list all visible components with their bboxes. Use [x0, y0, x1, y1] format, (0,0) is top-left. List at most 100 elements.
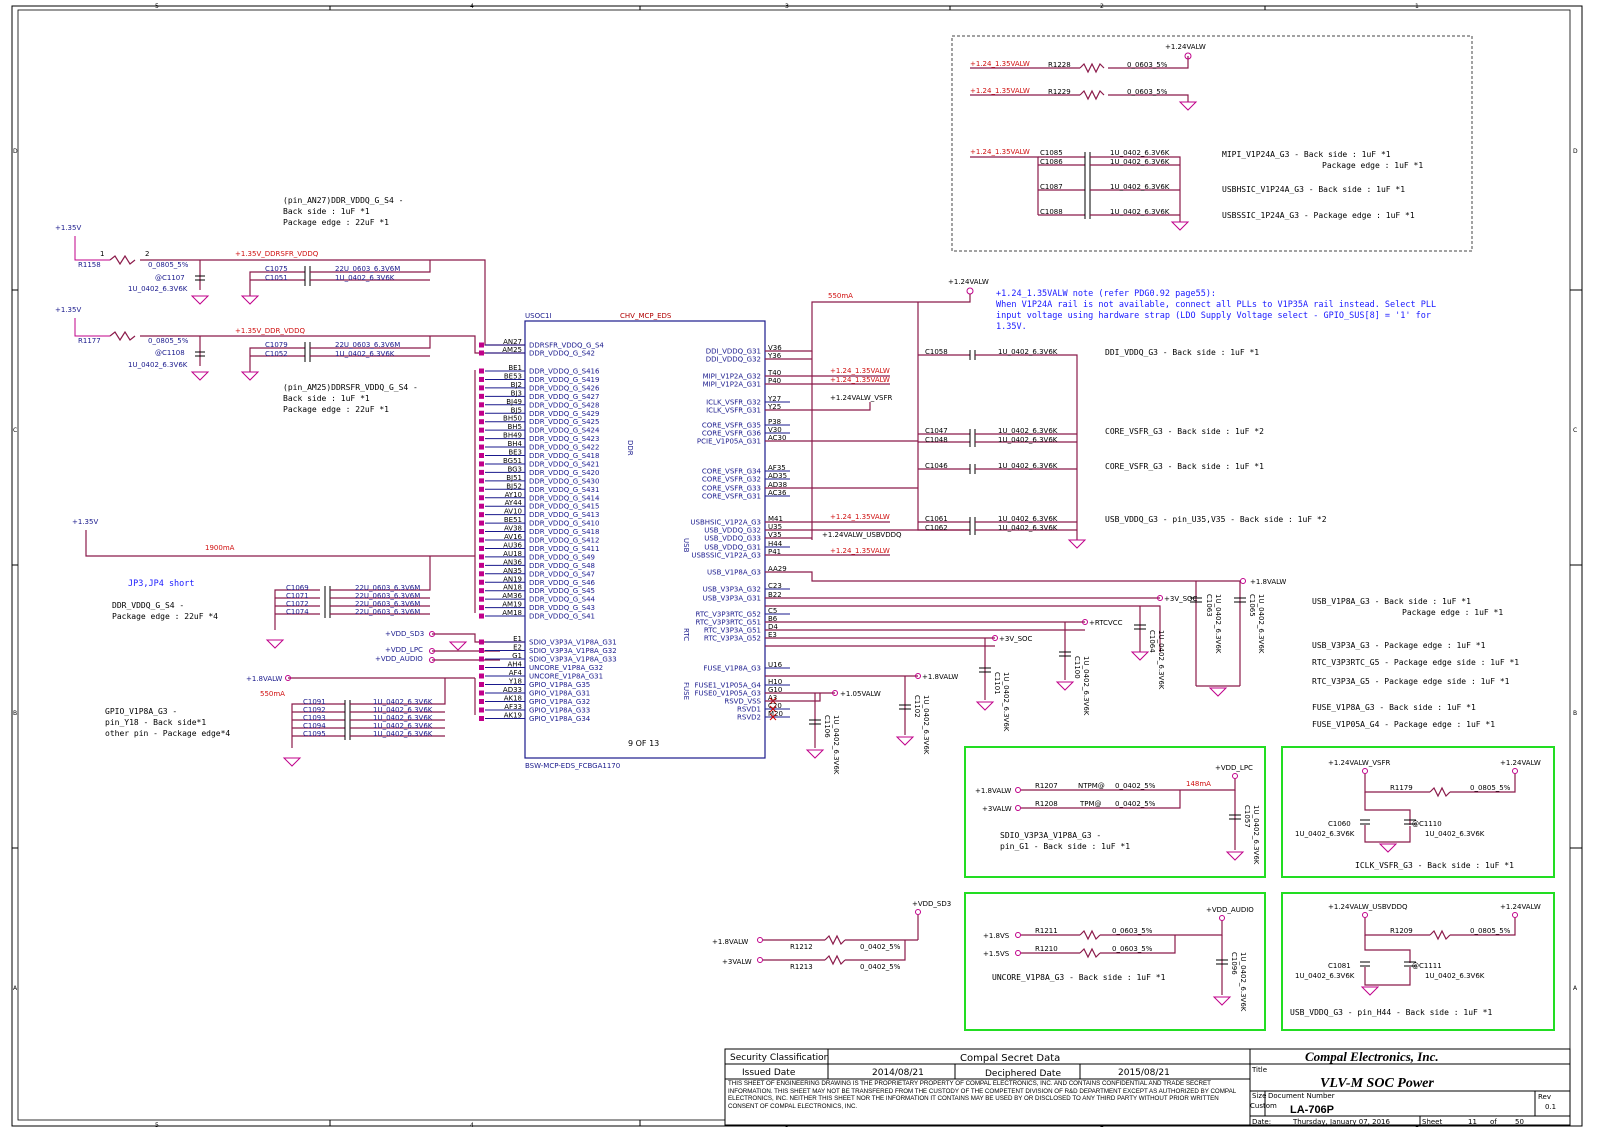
net-usbssic: +1.24_1.35VALW	[830, 547, 890, 555]
chip-left-pin-number: BH50	[503, 415, 522, 423]
chip-left-pin-name: DDR_VDDQ_G_S419	[529, 376, 599, 384]
note-rtc-2: RTC_V3P3A_G5 - Package edge side : 1uF *…	[1312, 677, 1510, 686]
note-sdio-1: SDIO_V3P3A_V1P8A_G3 -	[1000, 831, 1101, 840]
chip-right-pin-name: RTC_V3P3A_G51	[704, 627, 761, 635]
chip-left-pin-dot	[479, 690, 484, 696]
frame-row-label: C	[13, 427, 17, 434]
chip-right-pin-name: CORE_VSFR_G31	[702, 493, 761, 501]
chip-right-pin-number: AC30	[768, 434, 786, 442]
chip-left-pin-number: AN36	[503, 558, 522, 566]
chip-right-pin-name: RTC_V3P3RTC_G51	[696, 619, 761, 627]
net-vsfr-pin: +1.24VALW_VSFR	[830, 394, 893, 402]
tb-sec-label: Security Classification	[730, 1053, 829, 1063]
c1060-ref: C1060	[1328, 820, 1351, 828]
chip-right-pin-number: E3	[768, 631, 777, 639]
tb-date: Thursday, January 07, 2016	[1292, 1118, 1390, 1126]
note-gpio-title: GPIO_V1P8A_G3 -	[105, 707, 177, 716]
chip-left-pin-dot	[479, 562, 484, 568]
c1072-value: 22U_0603_6.3V6M	[355, 600, 420, 608]
chip-right-pin-number: T40	[767, 369, 781, 377]
c1096-ref: C1096	[1230, 952, 1238, 975]
note-sdio-2: pin_G1 - Back side : 1uF *1	[1000, 842, 1130, 851]
chip-left-pin-dot	[479, 393, 484, 399]
chip-right-pin-name: RSVD2	[737, 714, 761, 722]
chip-right-pin-number: Y27	[767, 395, 781, 403]
net-18valw-r1207: +1.8VALW	[975, 787, 1011, 795]
chip-left-pin-name: DDR_VDDQ_G_S414	[529, 494, 600, 502]
chip-left-pin-number: BJ49	[506, 398, 522, 406]
c1063-value: 1U_0402_6.3V6K	[1214, 594, 1222, 654]
tb-issued-label: Issued Date	[742, 1068, 796, 1078]
chip-right-pin-name: CORE_VSFR_G34	[702, 468, 762, 476]
current-gpio: 550mA	[260, 690, 285, 698]
chip-right-pin-number: AC36	[768, 489, 787, 497]
tb-legal-wrap: THIS SHEET OF ENGINEERING DRAWING IS THE…	[728, 1080, 1236, 1110]
note-gpio-pin: pin_Y18 - Back side*1	[105, 718, 206, 727]
chip-section: 9 OF 13	[628, 739, 659, 748]
c1060-value: 1U_0402_6.3V6K	[1295, 830, 1355, 838]
note-pll-3: input voltage using hardware strap (LDO …	[996, 311, 1431, 321]
net-vdd-audio: +VDD_AUDIO	[375, 655, 423, 663]
r1212-value: 0_0402_5%	[860, 943, 901, 951]
chip-left-pin-dot	[479, 579, 484, 585]
note-usbssic: USBSSIC_1P24A_G3 - Package edge : 1uF *1	[1222, 211, 1415, 220]
chip-left-pin-number: BH4	[507, 440, 522, 448]
net-135v-c: +1.35V	[72, 518, 98, 526]
chip-left-pin-number: AN35	[503, 567, 522, 575]
r1211-ref: R1211	[1035, 927, 1058, 935]
c1071-value: 22U_0603_6.3V6M	[355, 592, 420, 600]
c1088-ref: C1088	[1040, 208, 1063, 216]
r1207-ref: R1207	[1035, 782, 1058, 790]
chip-right-pin-number: A3	[768, 694, 777, 702]
frame-col-label: 3	[785, 3, 789, 10]
chip-left-pin-dot	[479, 495, 484, 501]
note-usb33: USB_V3P3A_G3 - Package edge : 1uF *1	[1312, 641, 1486, 650]
chip-group-usb: USB	[682, 538, 690, 553]
c1052-value: 1U_0402_6.3V6K	[335, 350, 395, 358]
c1052-ref: C1052	[265, 350, 288, 358]
chip-right-pin-number: AF35	[768, 464, 786, 472]
chip-left-pin-dot	[479, 376, 484, 382]
net-vdd-lpc-box: +VDD_LPC	[1215, 764, 1253, 772]
chip-left-pin-dot	[479, 368, 484, 374]
tb-total: 50	[1515, 1118, 1524, 1126]
chip-right-pin-number: AA29	[768, 565, 787, 573]
chip-left-pin-dot	[479, 716, 484, 721]
net-135v-b: +1.35V	[55, 306, 81, 314]
note-rtc-1: RTC_V3P3RTC_G5 - Package edge side : 1uF…	[1312, 658, 1519, 667]
note-mipi-1: MIPI_V1P24A_G3 - Back side : 1uF *1	[1222, 150, 1391, 159]
c1075-value: 22U_0603_6.3V6M	[335, 265, 400, 273]
r1208-value: 0_0402_5%	[1115, 800, 1156, 808]
chip-right-pins: V36DDI_VDDQ_G31Y36DDI_VDDQ_G32T40MIPI_V1…	[690, 344, 790, 722]
tb-rev-label: Rev	[1538, 1093, 1551, 1101]
chip-right-pin-number: D4	[768, 623, 778, 631]
chip-left-pin-dot	[479, 478, 484, 484]
chip-left-pin-name: DDR_VDDQ_G_S49	[529, 553, 595, 561]
chip-left-pin-dot	[479, 545, 484, 551]
c1085-ref: C1085	[1040, 149, 1063, 157]
iclk-green-box	[1281, 746, 1555, 878]
chip-left-pin-name: DDR_VDDQ_G_S415	[529, 503, 599, 511]
c1064-ref: C1064	[1148, 630, 1156, 653]
frame-row-label: A	[13, 985, 18, 992]
chip-left-pin-number: BG3	[507, 465, 522, 473]
chip-left-pin-number: AM36	[502, 592, 522, 600]
chip-left-pin-dot	[479, 486, 484, 492]
c1061-ref: C1061	[925, 515, 948, 523]
tb-issued-value: 2014/08/21	[872, 1068, 924, 1078]
frame-row-label: B	[1573, 710, 1577, 717]
ddr-vddq-section: +1.35V R1177 0_0805_5% +1.35V_DDR_VDDQ @…	[55, 306, 525, 414]
chip-left-pin-name: DDR_VDDQ_G_S42	[529, 350, 595, 358]
frame-col-label: 1	[1415, 3, 1419, 10]
c1061-value: 1U_0402_6.3V6K	[998, 515, 1058, 523]
chip-left-pin-number: AU18	[503, 550, 522, 558]
chip-left-pin-dot	[479, 648, 484, 653]
chip-right-pin-number: Y36	[767, 352, 782, 360]
chip-left-pin-number: AN19	[503, 575, 522, 583]
pll-box: +1.24VALW +1.24_1.35VALW R1228 0_0603_5%…	[951, 35, 1473, 252]
chip-right-pin-name: RTC_V3P3RTC_G52	[696, 611, 761, 619]
chip-right-pin-number: P38	[768, 418, 781, 426]
net-usbvddq-box: +1.24VALW_USBVDDQ	[1328, 903, 1408, 911]
net-124valw-box: +1.24VALW	[1165, 43, 1206, 51]
